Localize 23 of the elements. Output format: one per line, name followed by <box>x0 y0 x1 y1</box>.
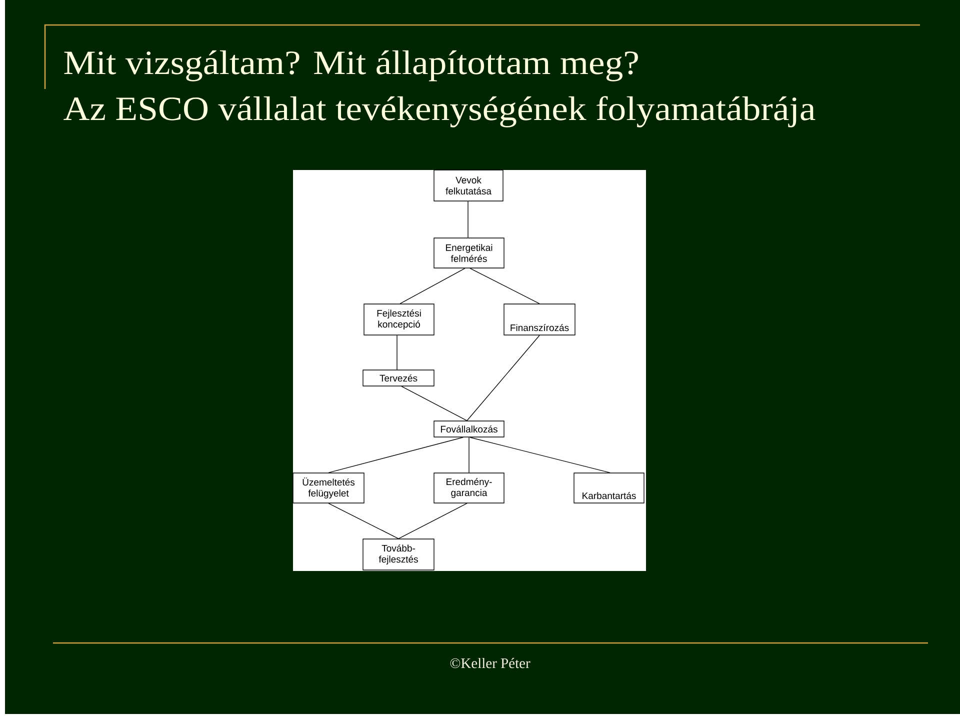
connector-line <box>466 335 540 422</box>
connector-line <box>328 437 464 473</box>
process-box: Eredmény- garancia <box>434 472 504 504</box>
process-box: Fejlesztési koncepció <box>364 304 434 336</box>
slide-subtitle: Az ESCO vállalat tevékenységének folyamatábrája <box>64 96 816 128</box>
footer-text: ©Keller Péter <box>450 658 530 668</box>
process-box: Üzemeltetés felügyelet <box>292 472 364 504</box>
process-box: Tovább- fejlesztés <box>362 538 434 570</box>
process-box: Finanszírozás <box>504 304 576 336</box>
process-box: Karbantartás <box>574 472 644 504</box>
connector-line <box>400 268 466 304</box>
connector-line <box>398 503 468 539</box>
connector-line <box>470 268 540 304</box>
process-box: Tervezés <box>362 370 434 386</box>
connector-line <box>328 503 399 539</box>
connector-line <box>470 437 610 473</box>
connector-line <box>468 437 470 473</box>
process-box: Energetikai felmérés <box>434 238 504 268</box>
slide-title: Mit vizsgáltam? Mit állapítottam meg? <box>64 50 638 82</box>
process-box: Vevok felkutatása <box>434 170 504 202</box>
process-box: Fovállalkozás <box>434 420 504 438</box>
connector-line <box>396 335 398 370</box>
connector-line <box>401 386 468 422</box>
